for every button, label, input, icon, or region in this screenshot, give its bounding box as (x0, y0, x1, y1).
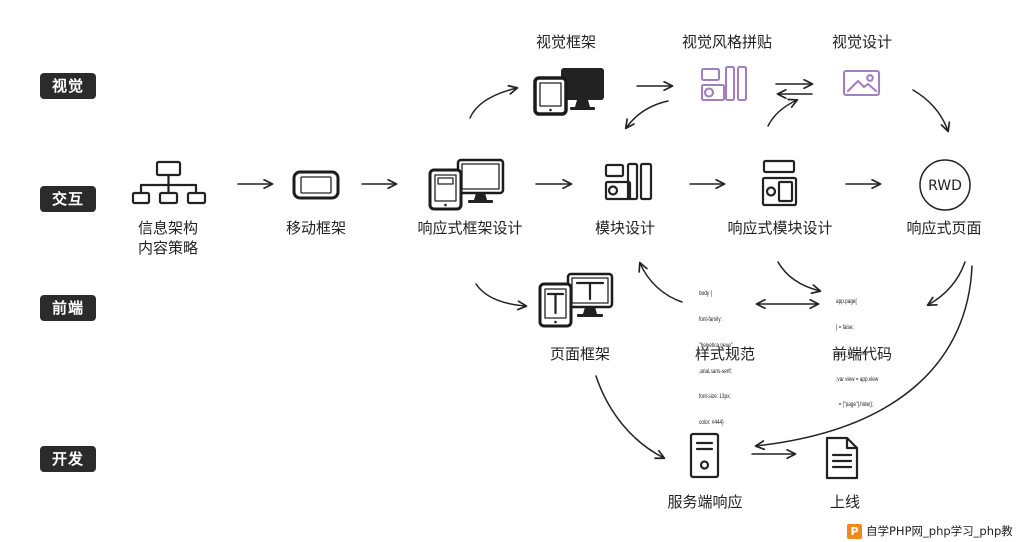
document-icon (825, 436, 859, 480)
lane-badge-frontend: 前端 (40, 295, 96, 321)
code-line: font-size: 13px; (699, 393, 731, 401)
arrow-style-collage-to-module-design (624, 100, 669, 130)
watermark: P 自学PHP网_php学习_php教 (843, 520, 1024, 542)
code-line: font-family: (699, 315, 722, 323)
lane-badge-visual: 视觉 (40, 73, 96, 99)
monitor-tablet-icon (533, 68, 604, 116)
arrow-responsive-page-to-server-response (754, 265, 973, 451)
rwd-circle-icon: RWD (919, 159, 971, 211)
code-line: app._ocr = true (836, 349, 868, 357)
node-label-responsive-module-design: 响应式模块设计 (727, 219, 833, 237)
node-label-page-frame: 页面框架 (549, 345, 611, 363)
layout-blocks-icon (700, 65, 748, 102)
stacked-modules-icon (761, 159, 798, 207)
sitemap-icon (131, 160, 207, 205)
node-label-launch: 上线 (829, 493, 861, 511)
node-label-responsive-frame-design: 响应式框架设计 (417, 219, 523, 237)
code-line: app.page[ (836, 298, 857, 306)
node-label-module-design: 模块设计 (594, 219, 656, 237)
frontend-code-snippet: app.page[ ] = false; app._ocr = true ;va… (836, 281, 878, 427)
watermark-text: 自学PHP网_php学习_php教 (866, 524, 1013, 538)
phone-landscape-icon (292, 170, 340, 200)
style-guide-code-snippet: body { font-family: "helvetica neue" ,ar… (699, 273, 733, 445)
arrow-responsive-page-to-frontend-code (926, 261, 966, 307)
arrow-visual-design-to-responsive-page (912, 89, 951, 133)
node-label-info-architecture: 信息架构 (137, 219, 199, 237)
monitor-tablet-icon (428, 158, 505, 211)
lane-badge-interaction: 交互 (40, 186, 96, 212)
lane-badge-development: 开发 (40, 446, 96, 472)
arrow-style-guide-to-module-design (638, 261, 683, 303)
node-label-visual-frame: 视觉框架 (535, 33, 597, 51)
code-line: body { (699, 290, 713, 298)
node-label-server-response: 服务端响应 (667, 493, 743, 511)
node-label-visual-style-collage: 视觉风格拼贴 (681, 33, 773, 51)
node-label-frontend-code: 前端代码 (831, 345, 893, 363)
arrow-responsive-frame-to-visual-frame (469, 84, 519, 119)
server-icon (689, 432, 720, 479)
code-line: = ["page"].hide(); (836, 401, 874, 409)
node-label-content-strategy: 内容策略 (137, 239, 199, 257)
code-line: ;var view = app.view (836, 375, 879, 383)
code-line: color: #444} (699, 419, 724, 427)
arrow-responsive-frame-to-page-frame (475, 283, 528, 311)
code-line: ] = false; (836, 323, 854, 331)
code-line: ,arial,sans-serif; (699, 367, 733, 375)
arrow-page-frame-to-server-response (595, 375, 666, 460)
arrow-responsive-module-to-frontend-code (777, 261, 822, 295)
watermark-logo-icon: P (847, 523, 862, 539)
image-icon (842, 69, 881, 97)
code-line: "helvetica neue" (699, 341, 733, 349)
monitor-tablet-wireframe-icon (538, 272, 614, 328)
node-label-visual-design: 视觉设计 (831, 33, 893, 51)
node-label-responsive-page: 响应式页面 (906, 219, 982, 237)
rwd-badge-text: RWD (928, 178, 962, 194)
arrow-responsive-module-to-visual-design (767, 98, 799, 127)
node-label-style-guide: 样式规范 (694, 345, 756, 363)
layout-blocks-icon (604, 162, 653, 201)
node-label-mobile-frame: 移动框架 (285, 219, 347, 237)
